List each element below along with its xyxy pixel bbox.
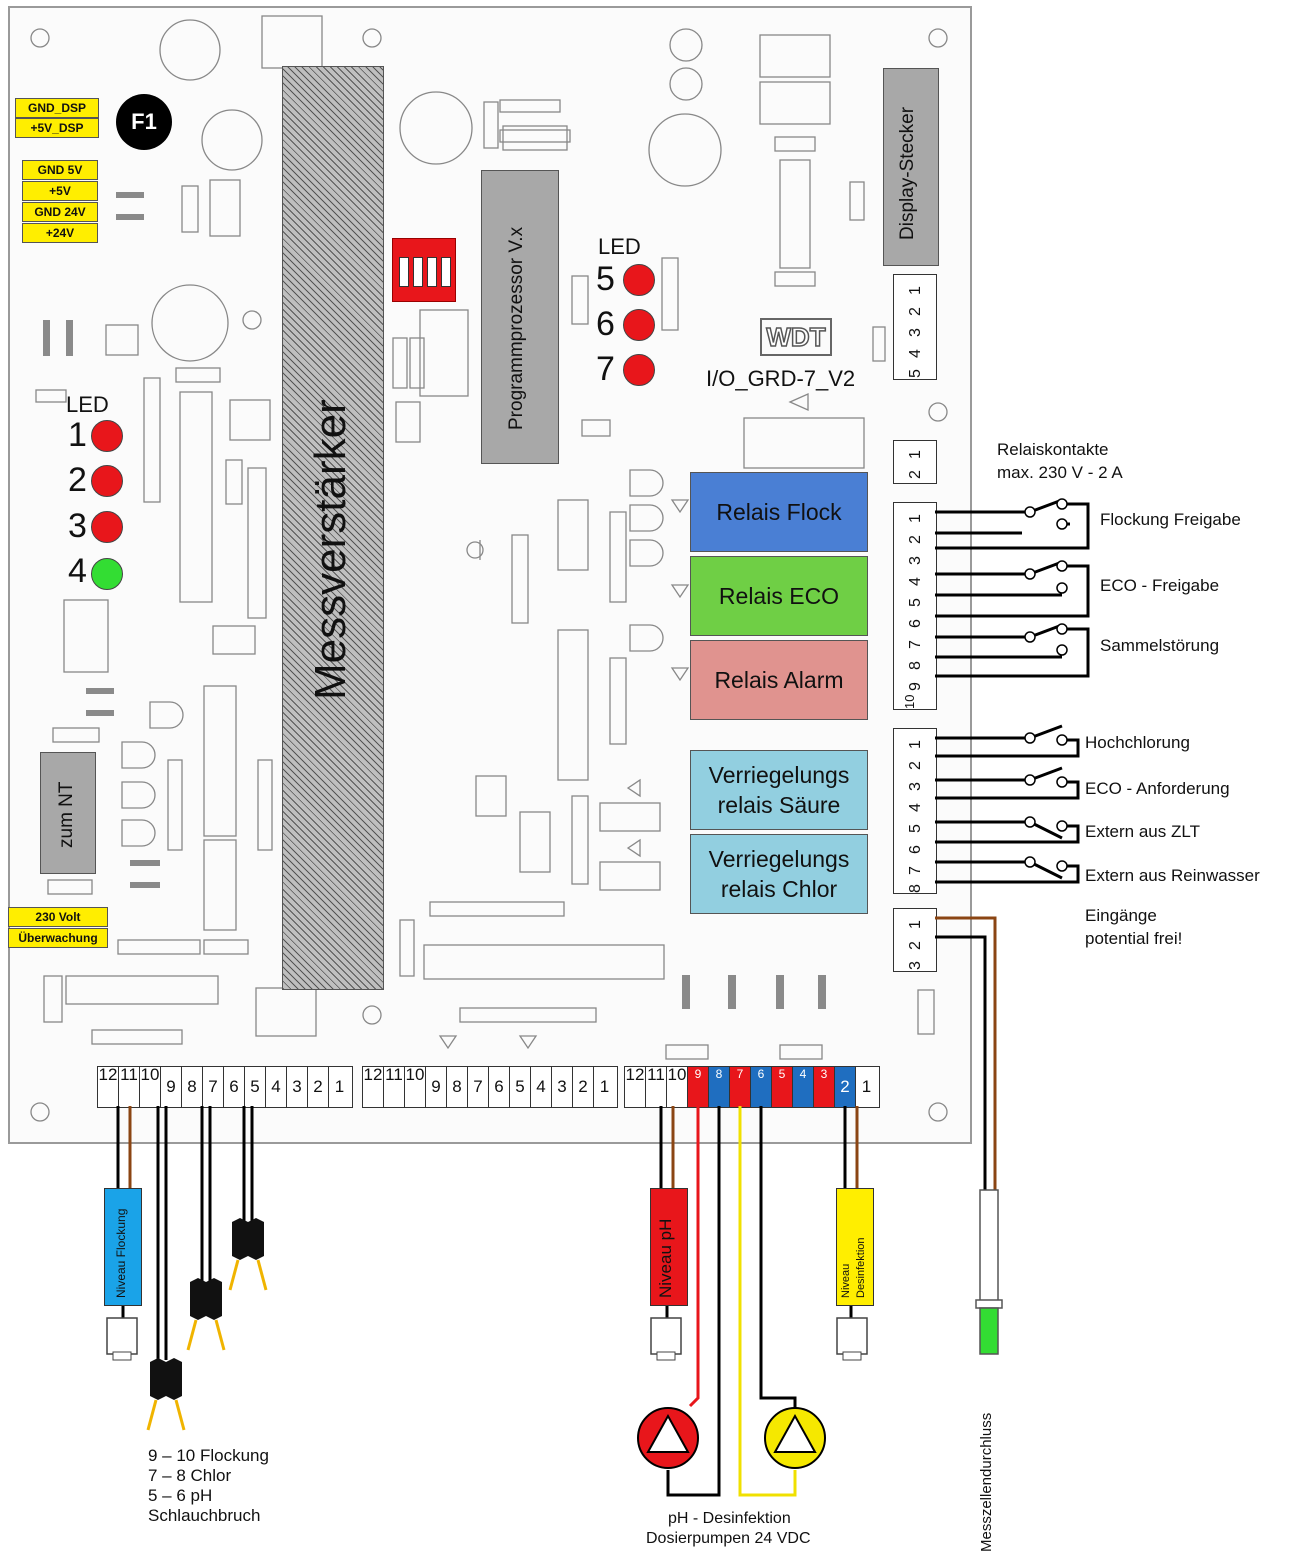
niveau-flockung-sensor — [104, 1188, 142, 1306]
dip-switch[interactable] — [392, 238, 456, 302]
messzellendurchfluss-label: Messzellendurchluss — [978, 1412, 995, 1552]
relais-eco: Relais ECO — [690, 556, 868, 636]
led-1 — [91, 420, 123, 452]
led-6 — [623, 309, 655, 341]
led-4 — [91, 558, 123, 590]
led-title-left: LED — [66, 392, 109, 417]
led-1-number: 1 — [68, 416, 87, 454]
led-7-number: 7 — [596, 350, 615, 388]
relais-flock: Relais Flock — [690, 472, 868, 552]
wdt-logo: WDT — [760, 318, 832, 356]
label-ueberwachung: Überwachung — [8, 928, 108, 948]
sammelstoerung-label: Sammelstörung — [1100, 636, 1220, 655]
zum-nt-connector — [40, 752, 96, 874]
niveau-desinfektion-label-1: Niveau — [840, 1263, 852, 1298]
label-5v-dsp: +5V_DSP — [15, 118, 99, 138]
verriegelungsrelais-chlor: Verriegelungs relais Chlor — [690, 834, 868, 914]
board-name: I/O_GRD-7_V2 — [706, 366, 856, 391]
terminal-sl5: 12 11 10 9 8 7 6 5 4 3 2 1 — [97, 1066, 353, 1108]
eco-anforderung-label: ECO - Anforderung — [1085, 779, 1230, 798]
flockung-freigabe-label: Flockung Freigabe — [1100, 510, 1241, 529]
led-7 — [623, 354, 655, 386]
led-4-number: 4 — [68, 552, 87, 590]
relaiskontakte-label: Relaiskontakte — [997, 440, 1109, 459]
terminal-sl8: 12 11 10 9 8 7 6 5 4 3 2 1 — [624, 1066, 880, 1108]
niveau-desinfektion-sensor — [836, 1188, 874, 1306]
messverstaerker-module — [282, 66, 384, 990]
niveau-desinfektion-label-2: Desinfektion — [855, 1237, 867, 1298]
potentialfrei-label: potential frei! — [1085, 929, 1183, 948]
relais-alarm: Relais Alarm — [690, 640, 868, 720]
label-230-volt: 230 Volt — [8, 907, 108, 927]
niveau-ph-label: Niveau pH — [656, 1218, 675, 1298]
extern-reinwasser-label: Extern aus Reinwasser — [1085, 866, 1260, 885]
relaiskontakte-max: max. 230 V - 2 A — [997, 463, 1123, 482]
label-plus-5v: +5V — [22, 181, 98, 201]
programmprozessor-chip — [481, 170, 559, 464]
hochchlorung-label: Hochchlorung — [1085, 733, 1190, 752]
display-stecker — [883, 68, 939, 266]
led-6-number: 6 — [596, 305, 615, 343]
niveau-flockung-label: Niveau Flockung — [114, 1208, 128, 1298]
led-2 — [91, 465, 123, 497]
eco-freigabe-label: ECO - Freigabe — [1100, 576, 1220, 595]
eingaenge-label: Eingänge — [1085, 906, 1157, 925]
pumpen-line-1: pH - Desinfektion — [668, 1510, 791, 1527]
led-3 — [91, 511, 123, 543]
label-gnd-24v: GND 24V — [22, 202, 98, 222]
extern-zlt-label: Extern aus ZLT — [1085, 822, 1200, 841]
terminal-sl12: 1 2 — [893, 440, 937, 484]
schlauchbruch-line-3: 5 – 6 pH — [148, 1486, 213, 1505]
fuse-f1: F1 — [116, 94, 172, 150]
terminal-sl10: 1 2 3 4 5 6 7 8 — [893, 728, 937, 894]
schlauchbruch-line-1: 9 – 10 Flockung — [148, 1446, 269, 1465]
led-2-number: 2 — [68, 461, 87, 499]
terminal-sl7: 12 11 10 9 8 7 6 5 4 3 2 1 — [362, 1066, 618, 1108]
led-title-right: LED — [598, 234, 641, 259]
schlauchbruch-line-2: 7 – 8 Chlor — [148, 1466, 232, 1485]
led-5-number: 5 — [596, 260, 615, 298]
terminal-sl9: 1 2 3 — [893, 908, 937, 972]
niveau-ph-sensor — [650, 1188, 688, 1306]
schlauchbruch-line-4: Schlauchbruch — [148, 1506, 261, 1525]
verriegelungsrelais-saeure: Verriegelungs relais Säure — [690, 750, 868, 830]
led-3-number: 3 — [68, 507, 87, 545]
terminal-sl13: 1 2 3 4 5 — [893, 274, 937, 380]
pumpen-line-2: Dosierpumpen 24 VDC — [646, 1530, 811, 1547]
terminal-sl11: 1 2 3 4 5 6 7 8 9 10 — [893, 502, 937, 710]
label-gnd-5v: GND 5V — [22, 160, 98, 180]
led-5 — [623, 264, 655, 296]
label-plus-24v: +24V — [22, 223, 98, 243]
label-gnd-dsp: GND_DSP — [15, 98, 99, 118]
